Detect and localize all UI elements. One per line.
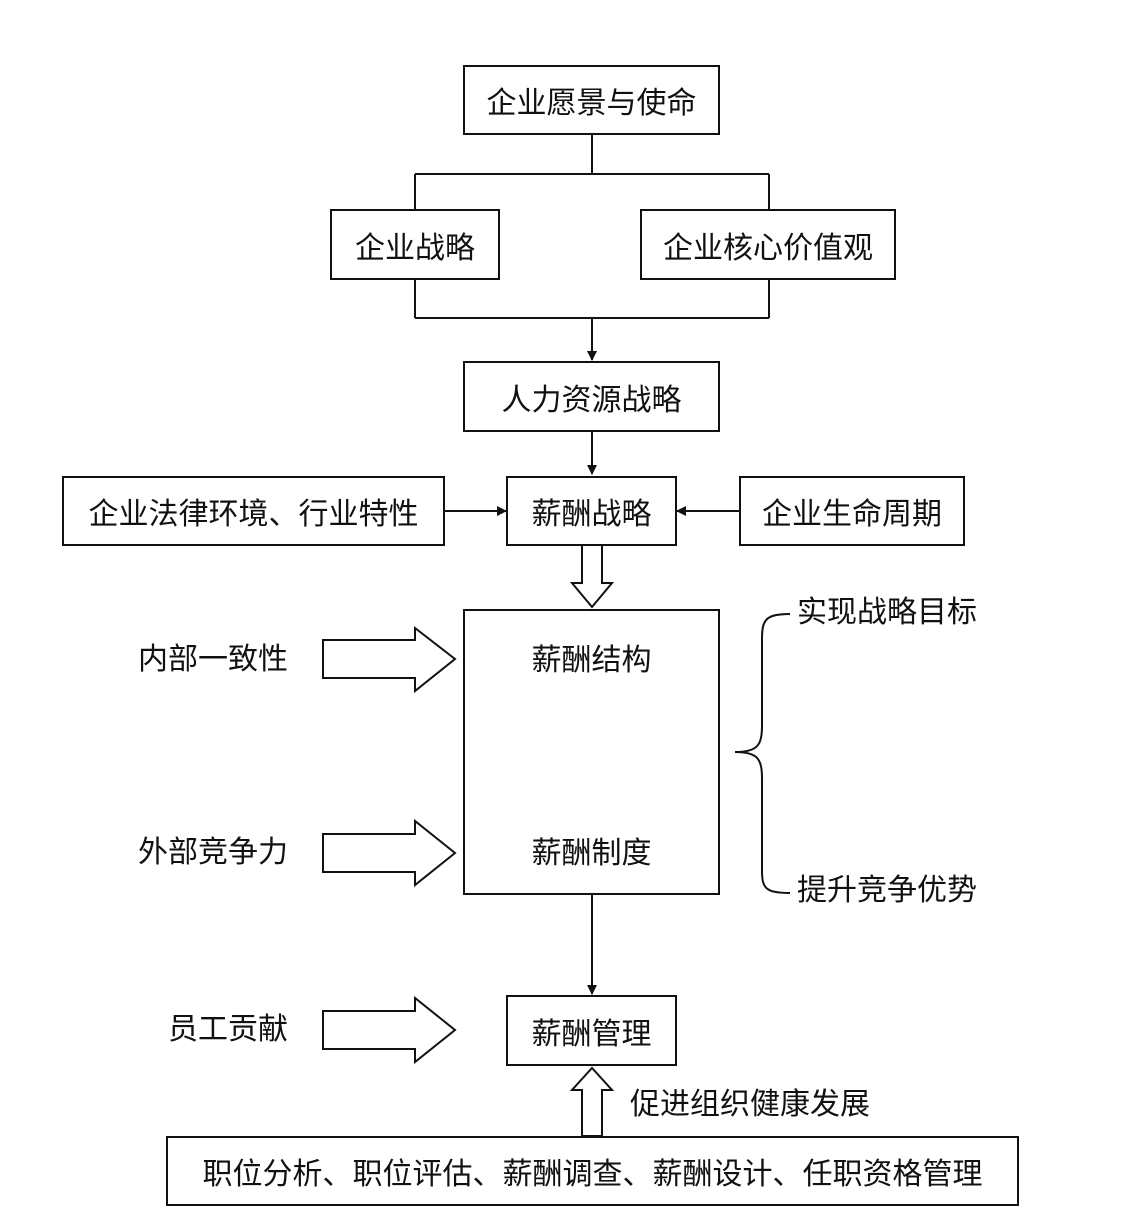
pay-management-box: 薪酬管理 [506, 995, 677, 1066]
core-values-box: 企业核心价值观 [640, 209, 896, 280]
legal-env-box: 企业法律环境、行业特性 [62, 476, 445, 546]
vision-box: 企业愿景与使命 [463, 65, 720, 135]
foundation-label: 职位分析、职位评估、薪酬调查、薪酬设计、任职资格管理 [202, 1157, 983, 1192]
life-cycle-box: 企业生命周期 [739, 476, 965, 546]
curly-brace [734, 613, 791, 894]
pay-system-label: 薪酬制度 [531, 836, 652, 871]
foundation-box: 职位分析、职位评估、薪酬调查、薪酬设计、任职资格管理 [166, 1136, 1019, 1206]
pay-structure-system-box: 薪酬结构 薪酬制度 [463, 609, 720, 895]
hollow-arrow-employee [322, 995, 457, 1065]
life-cycle-label: 企业生命周期 [762, 497, 942, 532]
pay-structure-label: 薪酬结构 [531, 643, 652, 678]
strategy-box: 企业战略 [330, 209, 500, 280]
hollow-arrow-down [569, 544, 615, 609]
employee-contribution-label: 员工贡献 [168, 1012, 288, 1047]
strategic-goal-label: 实现战略目标 [797, 595, 977, 630]
pay-management-label: 薪酬管理 [531, 1016, 652, 1052]
internal-consistency-label: 内部一致性 [138, 642, 288, 677]
legal-env-label: 企业法律环境、行业特性 [88, 497, 419, 532]
external-competitiveness-label: 外部竞争力 [138, 835, 288, 870]
pay-strategy-box: 薪酬战略 [506, 476, 677, 546]
hollow-arrow-up [569, 1066, 615, 1137]
core-values-label: 企业核心价值观 [663, 230, 873, 266]
hr-strategy-label: 人力资源战略 [501, 382, 682, 418]
pay-strategy-label: 薪酬战略 [531, 497, 652, 532]
hr-strategy-box: 人力资源战略 [463, 361, 720, 432]
competitive-advantage-label: 提升竞争优势 [797, 873, 977, 908]
vision-label: 企业愿景与使命 [486, 86, 697, 121]
org-health-label: 促进组织健康发展 [630, 1087, 870, 1122]
hollow-arrow-internal [322, 625, 457, 694]
hollow-arrow-external [322, 818, 457, 888]
strategy-label: 企业战略 [355, 230, 475, 266]
